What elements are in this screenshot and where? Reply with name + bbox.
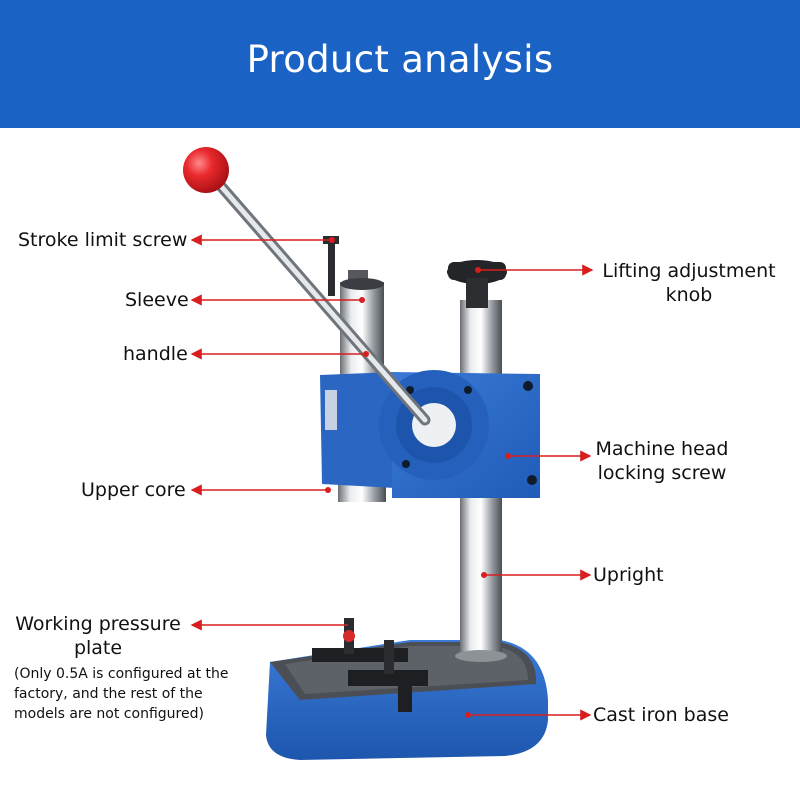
label-handle: handle [123, 343, 188, 365]
label-lifting-adjustment-line1: Lifting adjustment [602, 260, 776, 282]
label-sleeve: Sleeve [125, 289, 189, 311]
label-machine-head-line2: locking screw [597, 462, 727, 484]
note-line1: (Only 0.5A is configured at the [14, 666, 229, 682]
label-lifting-adjustment-line2: knob [665, 284, 713, 306]
page-title: Product analysis [246, 38, 554, 81]
annotation-arrows [190, 234, 594, 721]
note-line3: models are not configured) [14, 706, 204, 722]
machine-head-shape [320, 370, 540, 498]
label-upright: Upright [593, 564, 664, 586]
label-cast-iron-base: Cast iron base [593, 704, 729, 726]
header-banner: Product analysis [0, 0, 800, 128]
label-working-pressure-plate-line2: plate [73, 637, 123, 659]
label-upper-core: Upper core [81, 479, 186, 501]
handle-shape [183, 147, 431, 426]
label-working-pressure-plate-line1: Working pressure [15, 613, 181, 635]
label-machine-head-line1: Machine head [595, 438, 729, 460]
label-stroke-limit-screw: Stroke limit screw [18, 229, 188, 251]
working-pressure-plate-shape [312, 618, 428, 712]
note-line2: factory, and the rest of the [14, 686, 203, 702]
